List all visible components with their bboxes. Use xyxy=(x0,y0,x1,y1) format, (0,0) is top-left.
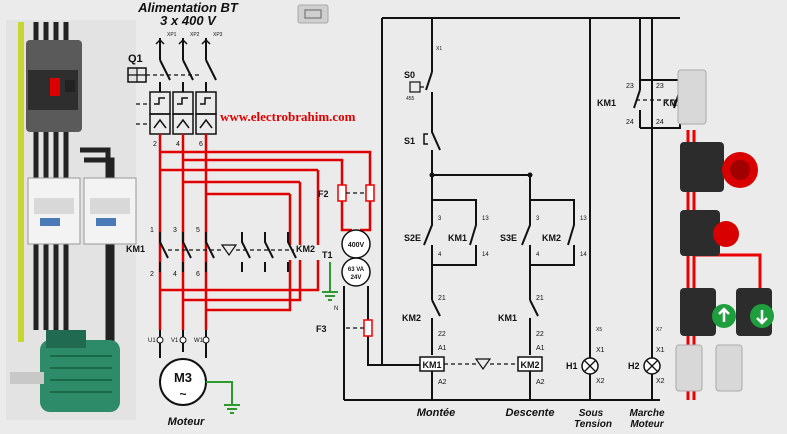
footer-montee: Montée xyxy=(417,407,456,419)
footer-tension: Tension xyxy=(574,419,612,430)
km1-terminal-3: 3 xyxy=(173,227,177,234)
motor-label: Moteur xyxy=(168,416,205,428)
transformer-rating: 63 VA xyxy=(348,267,365,273)
f3-label: F3 xyxy=(316,324,327,334)
footer-sous: Sous xyxy=(579,408,604,419)
h2-label: H2 xyxy=(628,361,640,371)
power-circuit: XP1 XP2 XP3 Q1 2 4 6 KM1 1 xyxy=(126,32,372,428)
control-circuit: X1 S0 455 S1 3 13 4 14 S2E KM1 3 13 4 14… xyxy=(381,17,682,430)
terminal-x7: X7 xyxy=(656,327,662,333)
footer-moteur: Moteur xyxy=(630,419,664,430)
website-watermark: www.electrobrahim.com xyxy=(220,109,356,124)
km1-terminal-23: 23 xyxy=(626,83,634,90)
motor-m3: M3 xyxy=(174,370,192,385)
diagram-title-line2: 3 x 400 V xyxy=(160,13,217,28)
equipment-photo xyxy=(6,20,137,420)
transformer-n: N xyxy=(334,306,338,312)
km1-nc-22: 22 xyxy=(536,331,544,338)
secondary-voltage: 24V xyxy=(351,275,362,281)
h1-label: H1 xyxy=(566,361,578,371)
terminal-v1: V1 xyxy=(171,338,179,344)
primary-voltage: 400V xyxy=(348,242,365,249)
q1-label: Q1 xyxy=(128,53,143,65)
footer-marche: Marche xyxy=(629,408,664,419)
terminal-xp1: XP1 xyxy=(167,32,177,38)
km1-terminal-1: 1 xyxy=(150,227,154,234)
pushbutton-photo xyxy=(675,69,774,400)
km2-coil-label: KM2 xyxy=(520,360,539,370)
km1-nc-21: 21 xyxy=(536,295,544,302)
km1-hold-label: KM1 xyxy=(448,233,467,243)
km1-terminal-24: 24 xyxy=(626,119,634,126)
footer-descente: Descente xyxy=(506,407,555,419)
km2-signal-label: KM2 xyxy=(663,98,682,108)
terminal-xp2: XP2 xyxy=(190,32,200,38)
km2-coil-a2: A2 xyxy=(536,379,545,386)
f2-label: F2 xyxy=(318,189,329,199)
h1-terminal-x2: X2 xyxy=(596,378,605,385)
km2-hold-label: KM2 xyxy=(542,233,561,243)
terminal-6: 6 xyxy=(199,141,203,148)
km2-coil-a1: A1 xyxy=(536,345,545,352)
terminal-w1: W1 xyxy=(194,338,204,344)
km2-terminal-13: 13 xyxy=(580,216,587,222)
terminal-4: 4 xyxy=(176,141,180,148)
km1-terminal-4: 4 xyxy=(173,271,177,278)
terminal-u1: U1 xyxy=(148,338,156,344)
km1-interlock-label: KM1 xyxy=(498,313,517,323)
km1-coil-a1: A1 xyxy=(438,345,447,352)
diagram-title-line1: Alimentation BT xyxy=(137,0,239,15)
km1-power-label: KM1 xyxy=(126,244,145,254)
km1-terminal-5: 5 xyxy=(196,227,200,234)
km1-coil-a2: A2 xyxy=(438,379,447,386)
km2-power-label: KM2 xyxy=(296,244,315,254)
s1-label: S1 xyxy=(404,136,415,146)
s3-terminal-4: 4 xyxy=(536,252,540,258)
km1-terminal-14: 14 xyxy=(482,252,489,258)
s3-label: S3E xyxy=(500,233,517,243)
s0-label: S0 xyxy=(404,70,415,80)
control-transformer: F2 400V 63 VA 24V T1 N F3 xyxy=(316,160,660,401)
terminal-xp3: XP3 xyxy=(213,32,223,38)
expand-icon[interactable] xyxy=(297,4,329,24)
s2-terminal-4: 4 xyxy=(438,252,442,258)
terminal-x1: X1 xyxy=(436,46,442,52)
s2-label: S2E xyxy=(404,233,421,243)
h1-terminal-x1: X1 xyxy=(596,347,605,354)
km2-nc-21: 21 xyxy=(438,295,446,302)
km1-signal-label: KM1 xyxy=(597,98,616,108)
h2-terminal-x2: X2 xyxy=(656,378,665,385)
t1-label: T1 xyxy=(322,250,333,260)
km1-coil-label: KM1 xyxy=(422,360,441,370)
km1-terminal-2: 2 xyxy=(150,271,154,278)
terminal-x5: X5 xyxy=(596,327,602,333)
km2-nc-22: 22 xyxy=(438,331,446,338)
km2-terminal-14: 14 xyxy=(580,252,587,258)
km1-terminal-6: 6 xyxy=(196,271,200,278)
h2-terminal-x1: X1 xyxy=(656,347,665,354)
km2-interlock-label: KM2 xyxy=(402,313,421,323)
motor-tilde: ~ xyxy=(179,387,186,401)
km2-terminal-24: 24 xyxy=(656,119,664,126)
terminal-2: 2 xyxy=(153,141,157,148)
s3-terminal-3: 3 xyxy=(536,216,540,222)
s0-code: 455 xyxy=(406,96,415,102)
km1-terminal-13: 13 xyxy=(482,216,489,222)
km2-terminal-23: 23 xyxy=(656,83,664,90)
s2-terminal-3: 3 xyxy=(438,216,442,222)
